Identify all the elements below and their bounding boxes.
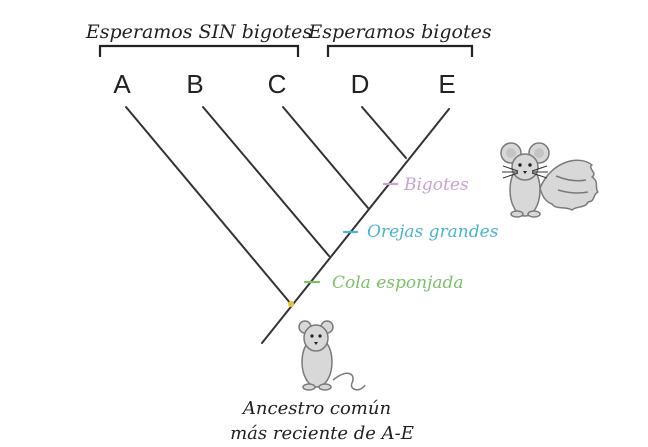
ancestor-label-line1: Ancestro común bbox=[241, 398, 391, 419]
trait-label-whiskers: Bigotes bbox=[403, 175, 469, 195]
tip-label-d: D bbox=[351, 69, 370, 99]
trait-label-fluffy-tail: Cola esponjada bbox=[332, 273, 464, 293]
ancestor-label: Ancestro común más reciente de A-E bbox=[230, 398, 414, 444]
trait-label-big-ears: Orejas grandes bbox=[367, 222, 499, 242]
ancestor-mouse-icon bbox=[298, 320, 366, 391]
trait-labels: Bigotes Orejas grandes Cola esponjada bbox=[332, 175, 499, 293]
branch-c bbox=[282, 106, 369, 209]
trait-ticks bbox=[303, 182, 399, 284]
whiskers-icon bbox=[502, 165, 548, 179]
whiskered-mouse-icon bbox=[500, 142, 599, 218]
tip-label-c: C bbox=[268, 69, 287, 99]
tip-label-e: E bbox=[438, 69, 455, 99]
branch-b bbox=[202, 106, 330, 257]
tip-label-a: A bbox=[113, 69, 131, 99]
tip-labels: A B C D E bbox=[113, 69, 455, 99]
ancestor-node bbox=[288, 301, 294, 307]
bracket-no-whiskers-label: Esperamos SIN bigotes bbox=[85, 21, 313, 43]
bracket-whiskers: Esperamos bigotes bbox=[307, 21, 492, 57]
ancestor-label-line2: más reciente de A-E bbox=[230, 423, 414, 444]
branch-a bbox=[125, 106, 292, 305]
bracket-no-whiskers: Esperamos SIN bigotes bbox=[85, 21, 313, 57]
branch-d bbox=[361, 106, 407, 159]
bracket-whiskers-label: Esperamos bigotes bbox=[307, 21, 491, 43]
tip-label-b: B bbox=[186, 69, 203, 99]
